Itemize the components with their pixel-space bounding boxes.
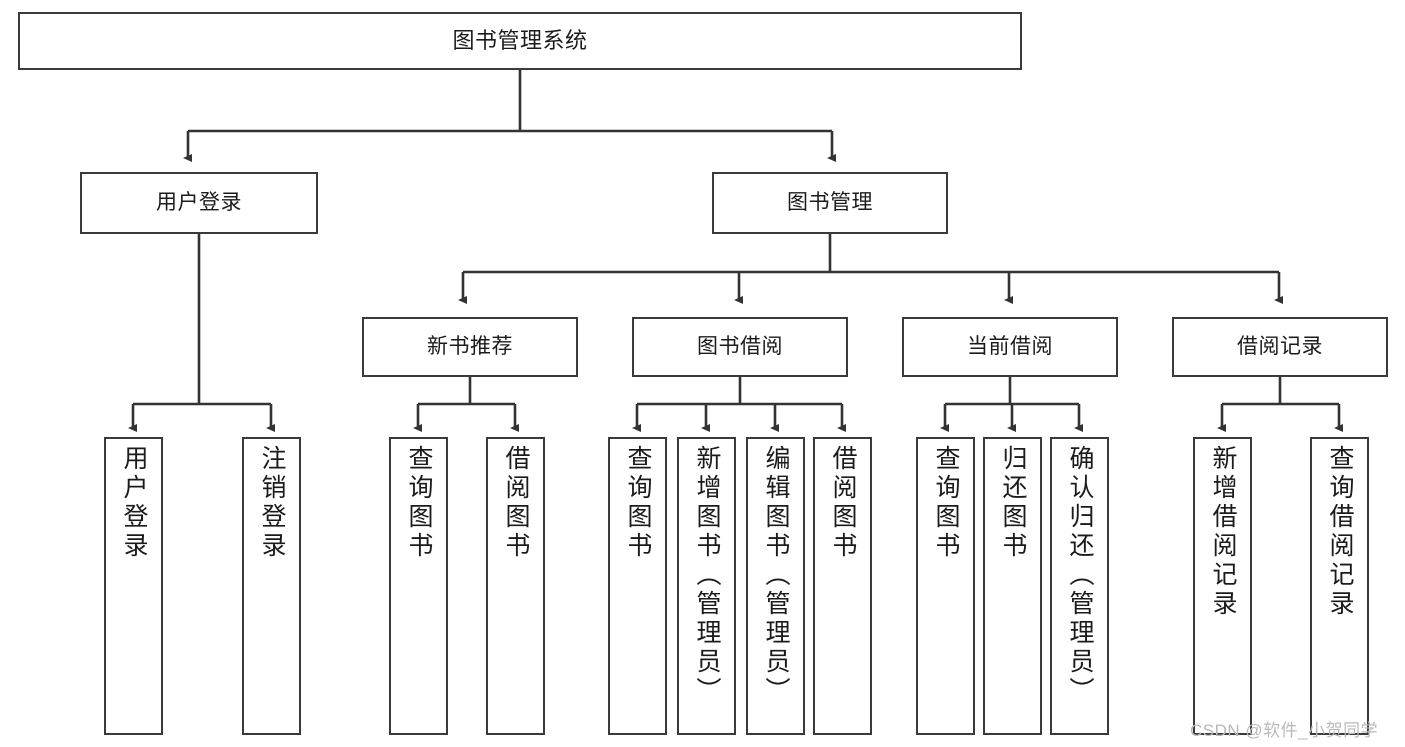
leaf-user-login-label: 用户登录: [120, 445, 148, 561]
leaf-borrow-edit-book-label: 编辑图书（管理员）: [762, 445, 790, 706]
node-root[interactable]: 图书管理系统: [18, 12, 1022, 70]
leaf-borrow-do-book-label: 借阅图书: [829, 445, 857, 561]
leaf-current-return-book-label: 归还图书: [999, 445, 1027, 561]
node-current-borrow-label: 当前借阅: [967, 334, 1053, 358]
leaf-new-book-borrow-label: 借阅图书: [502, 445, 530, 561]
leaf-record-add[interactable]: 新增借阅记录: [1193, 437, 1252, 735]
leaf-current-query-book[interactable]: 查询图书: [916, 437, 975, 735]
leaf-user-logout[interactable]: 注销登录: [242, 437, 301, 735]
node-borrow-record-label: 借阅记录: [1237, 334, 1323, 358]
leaf-new-book-query-label: 查询图书: [405, 445, 433, 561]
leaf-current-confirm-return[interactable]: 确认归还（管理员）: [1050, 437, 1109, 735]
node-book-management[interactable]: 图书管理: [712, 172, 948, 234]
node-root-label: 图书管理系统: [452, 28, 588, 54]
node-borrow-record[interactable]: 借阅记录: [1172, 317, 1388, 377]
leaf-borrow-add-book[interactable]: 新增图书（管理员）: [677, 437, 736, 735]
node-new-book-recommend-label: 新书推荐: [427, 334, 513, 358]
leaf-borrow-edit-book[interactable]: 编辑图书（管理员）: [746, 437, 805, 735]
leaf-new-book-query[interactable]: 查询图书: [389, 437, 448, 735]
node-book-borrow[interactable]: 图书借阅: [632, 317, 848, 377]
leaf-new-book-borrow[interactable]: 借阅图书: [486, 437, 545, 735]
node-new-book-recommend[interactable]: 新书推荐: [362, 317, 578, 377]
leaf-record-query[interactable]: 查询借阅记录: [1310, 437, 1369, 735]
leaf-borrow-query-book[interactable]: 查询图书: [608, 437, 667, 735]
leaf-borrow-add-book-label: 新增图书（管理员）: [693, 445, 721, 706]
leaf-user-logout-label: 注销登录: [258, 445, 286, 561]
leaf-borrow-do-book[interactable]: 借阅图书: [813, 437, 872, 735]
csdn-watermark: CSDN @软件_小贺同学: [1190, 716, 1378, 741]
node-user-login-label: 用户登录: [156, 190, 242, 214]
leaf-current-return-book[interactable]: 归还图书: [983, 437, 1042, 735]
node-current-borrow[interactable]: 当前借阅: [902, 317, 1118, 377]
leaf-record-add-label: 新增借阅记录: [1209, 445, 1237, 619]
leaf-borrow-query-book-label: 查询图书: [624, 445, 652, 561]
node-user-login[interactable]: 用户登录: [80, 172, 318, 234]
csdn-watermark-text: CSDN @软件_小贺同学: [1190, 721, 1379, 740]
leaf-record-query-label: 查询借阅记录: [1326, 445, 1354, 619]
leaf-current-query-book-label: 查询图书: [932, 445, 960, 561]
node-book-borrow-label: 图书借阅: [697, 334, 783, 358]
node-book-management-label: 图书管理: [787, 190, 873, 214]
leaf-user-login[interactable]: 用户登录: [104, 437, 163, 735]
leaf-current-confirm-return-label: 确认归还（管理员）: [1066, 445, 1094, 706]
